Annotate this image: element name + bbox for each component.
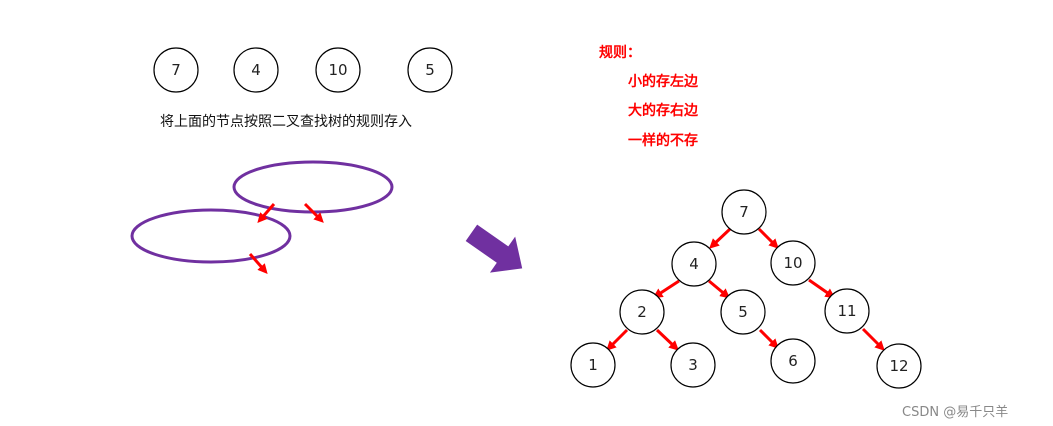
input-node-7-label: 7 [171, 61, 181, 79]
tree-node-7-label: 7 [739, 203, 749, 221]
tree-node-6: 6 [770, 338, 816, 384]
input-node-4: 4 [233, 47, 279, 93]
edge-4-2 [652, 279, 680, 299]
rules-title: 规则： [599, 45, 641, 61]
rule-item-equal-skip: 一样的不存 [628, 133, 698, 149]
input-node-4-label: 4 [251, 61, 261, 79]
placeholder-arrow-upper-left [257, 203, 276, 224]
input-node-5: 5 [407, 47, 453, 93]
placeholder-ellipse-upper [232, 160, 394, 214]
transition-arrow-icon [465, 224, 523, 273]
watermark: CSDN @易千只羊 [902, 405, 1009, 420]
edge-11-12 [861, 327, 885, 351]
edge-2-3 [655, 328, 679, 351]
input-node-10: 10 [315, 47, 361, 93]
edge-7-4 [709, 227, 732, 249]
tree-node-12: 12 [876, 343, 922, 389]
tree-node-5-label: 5 [738, 303, 748, 321]
tree-node-3-label: 3 [688, 356, 698, 374]
tree-node-4: 4 [671, 241, 717, 287]
rule-item-smaller-left: 小的存左边 [628, 74, 698, 90]
edge-4-5 [708, 279, 731, 299]
input-node-10-label: 10 [328, 61, 347, 79]
tree-node-10-label: 10 [783, 254, 802, 272]
tree-node-5: 5 [720, 289, 766, 335]
edge-7-10 [757, 227, 779, 249]
input-node-7: 7 [153, 47, 199, 93]
tree-node-4-label: 4 [689, 255, 699, 273]
edge-10-11 [808, 278, 836, 299]
tree-node-1-label: 1 [588, 356, 598, 374]
tree-node-11: 11 [824, 288, 870, 334]
placeholder-arrow-lower-right [248, 253, 268, 274]
placeholder-ellipse-lower [130, 208, 292, 264]
tree-node-7: 7 [721, 189, 767, 235]
rule-item-larger-right: 大的存右边 [628, 103, 698, 119]
placeholder-arrow-upper-right [303, 202, 324, 223]
input-node-5-label: 5 [425, 61, 435, 79]
tree-node-1: 1 [570, 342, 616, 388]
tree-node-11-label: 11 [837, 302, 856, 320]
tree-node-2: 2 [619, 289, 665, 335]
tree-node-3: 3 [670, 342, 716, 388]
instruction-text: 将上面的节点按照二叉查找树的规则存入 [160, 114, 412, 130]
edge-2-1 [606, 328, 629, 351]
tree-node-6-label: 6 [788, 352, 798, 370]
tree-node-12-label: 12 [889, 357, 908, 375]
edge-5-6 [758, 328, 779, 349]
tree-node-10: 10 [770, 240, 816, 286]
tree-node-2-label: 2 [637, 303, 647, 321]
